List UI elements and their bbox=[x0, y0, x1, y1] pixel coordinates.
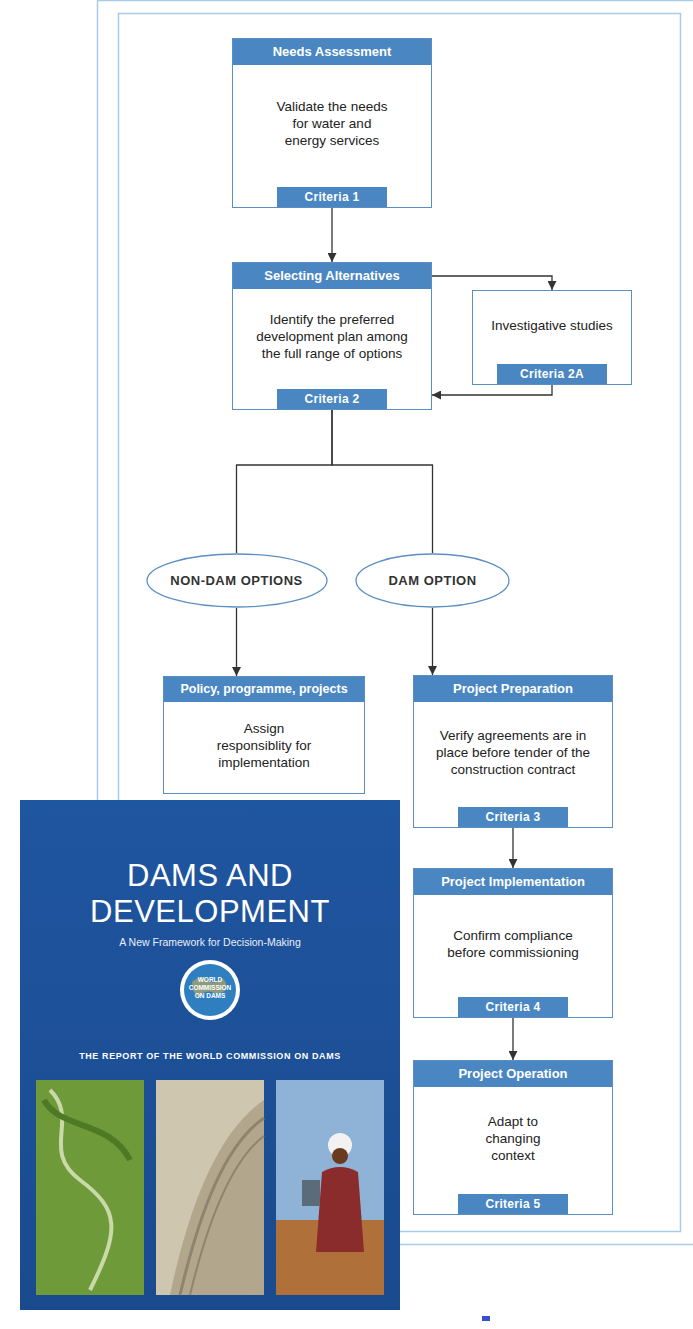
box-body: Confirm compliance before commissioning bbox=[444, 928, 582, 962]
box-body: Validate the needs for water and energy … bbox=[271, 99, 393, 150]
criteria-tab: Criteria 5 bbox=[458, 1194, 568, 1214]
box-body: Verify agreements are in place before te… bbox=[428, 728, 598, 779]
option-label: NON-DAM OPTIONS bbox=[170, 573, 302, 588]
connector-arrow bbox=[512, 828, 513, 868]
process-box: Policy, programme, projectsAssign respon… bbox=[163, 676, 365, 794]
box-heading: Needs Assessment bbox=[233, 39, 431, 65]
box-body: Assign responsiblity for implementation bbox=[208, 721, 320, 772]
connector-arrow bbox=[332, 410, 433, 553]
option-label: DAM OPTION bbox=[388, 573, 476, 588]
cover-title: DAMS AND DEVELOPMENT bbox=[60, 858, 360, 930]
box-body-area: Confirm compliance before commissioning bbox=[414, 895, 612, 997]
box-heading: Policy, programme, projects bbox=[164, 677, 364, 702]
box-heading: Project Preparation bbox=[414, 676, 612, 702]
box-body: Identify the preferred development plan … bbox=[245, 312, 419, 363]
connector-arrow bbox=[432, 385, 552, 395]
option-ellipse: DAM OPTION bbox=[355, 553, 510, 608]
box-body-area: Adapt to changing context bbox=[414, 1087, 612, 1194]
connector-arrow bbox=[432, 276, 552, 290]
box-body-area: Identify the preferred development plan … bbox=[233, 289, 431, 389]
box-body: Investigative studies bbox=[491, 318, 613, 335]
cover-text: A New Framework for Decision-Making bbox=[60, 936, 360, 949]
process-box: Project OperationAdapt to changing conte… bbox=[413, 1060, 613, 1215]
logo-text: WORLD COMMISSION ON DAMS bbox=[185, 976, 235, 1000]
criteria-tab: Criteria 2 bbox=[277, 389, 387, 409]
box-body-area: Assign responsiblity for implementation bbox=[164, 702, 364, 793]
connector-arrow bbox=[512, 1018, 513, 1060]
criteria-tab: Criteria 1 bbox=[277, 187, 387, 207]
box-heading: Project Operation bbox=[414, 1061, 612, 1087]
process-box: Investigative studiesCriteria 2A bbox=[472, 290, 632, 385]
process-box: Selecting AlternativesIdentify the prefe… bbox=[232, 262, 432, 410]
connector-arrow bbox=[331, 208, 332, 262]
box-body-area: Validate the needs for water and energy … bbox=[233, 65, 431, 187]
connector-arrow bbox=[432, 608, 433, 675]
box-heading: Selecting Alternatives bbox=[233, 263, 431, 289]
process-box: Project ImplementationConfirm compliance… bbox=[413, 868, 613, 1018]
cover-text: THE REPORT OF THE WORLD COMMISSION ON DA… bbox=[50, 1050, 370, 1062]
box-heading: Project Implementation bbox=[414, 869, 612, 895]
process-box: Project PreparationVerify agreements are… bbox=[413, 675, 613, 828]
connector-arrow bbox=[236, 608, 237, 676]
box-body-area: Investigative studies bbox=[473, 291, 631, 364]
connector-arrow bbox=[237, 410, 333, 553]
process-box: Needs AssessmentValidate the needs for w… bbox=[232, 38, 432, 208]
criteria-tab: Criteria 2A bbox=[497, 364, 607, 384]
box-body-area: Verify agreements are in place before te… bbox=[414, 702, 612, 807]
option-ellipse: NON-DAM OPTIONS bbox=[146, 553, 328, 608]
criteria-tab: Criteria 4 bbox=[458, 997, 568, 1017]
book-cover: DAMS AND DEVELOPMENT A New Framework for … bbox=[20, 800, 400, 1310]
box-body: Adapt to changing context bbox=[464, 1114, 562, 1165]
criteria-tab: Criteria 3 bbox=[458, 807, 568, 827]
